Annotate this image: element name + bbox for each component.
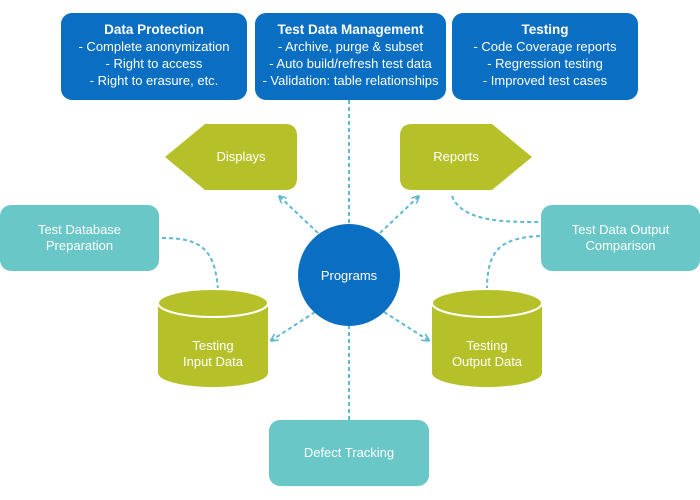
test-database-preparation-box: Test Database Preparation xyxy=(0,205,159,271)
output-data-cylinder: Testing Output Data xyxy=(431,288,543,387)
output-data-line-1: Testing xyxy=(466,338,507,353)
test-data-management-item: - Auto build/refresh test data xyxy=(269,56,432,71)
data-protection-title: Data Protection xyxy=(104,22,204,37)
data-protection-item: - Right to erasure, etc. xyxy=(89,73,219,88)
connector-comparison-to-output xyxy=(486,235,541,291)
testing-title: Testing xyxy=(521,22,569,37)
defect-tracking-label: Defect Tracking xyxy=(303,445,395,460)
displays-shape xyxy=(165,124,297,190)
data-protection-item: - Right to access xyxy=(105,56,203,71)
output-comparison-line-1: Test Data Output xyxy=(571,222,670,237)
test-data-output-comparison-box: Test Data Output Comparison xyxy=(541,205,700,271)
input-data-cylinder: Testing Input Data xyxy=(157,288,269,387)
data-protection-box: Data Protection - Complete anonymization… xyxy=(61,13,247,100)
testing-box: Testing - Code Coverage reports - Regres… xyxy=(452,13,638,100)
arrow-to-displays xyxy=(280,197,319,234)
defect-tracking-box: Defect Tracking xyxy=(269,420,429,486)
connector-reports-to-comparison xyxy=(451,195,541,223)
test-data-management-item: - Validation: table relationships xyxy=(262,73,439,88)
programs-circle xyxy=(298,224,400,326)
connector-prep-to-input xyxy=(161,237,219,291)
reports-shape xyxy=(400,124,532,190)
displays-label: Displays xyxy=(216,149,266,164)
input-data-line-2: Input Data xyxy=(183,354,244,369)
testing-item: - Code Coverage reports xyxy=(473,39,617,54)
test-db-prep-line-2: Preparation xyxy=(45,238,114,253)
programs-label: Programs xyxy=(321,268,378,283)
arrow-to-reports xyxy=(379,197,418,234)
output-data-line-2: Output Data xyxy=(452,354,523,369)
test-data-management-box: Test Data Management - Archive, purge & … xyxy=(255,13,446,100)
output-comparison-line-2: Comparison xyxy=(585,238,656,253)
test-db-prep-line-1: Test Database xyxy=(37,222,122,237)
testing-item: - Improved test cases xyxy=(482,73,608,88)
arrow-to-output-data xyxy=(383,311,428,340)
data-protection-item: - Complete anonymization xyxy=(78,39,230,54)
test-data-management-title: Test Data Management xyxy=(277,22,424,37)
arrow-to-input-data xyxy=(272,311,316,340)
testing-item: - Regression testing xyxy=(487,56,603,71)
input-data-line-1: Testing xyxy=(192,338,233,353)
test-data-management-item: - Archive, purge & subset xyxy=(277,39,424,54)
reports-label: Reports xyxy=(433,149,479,164)
